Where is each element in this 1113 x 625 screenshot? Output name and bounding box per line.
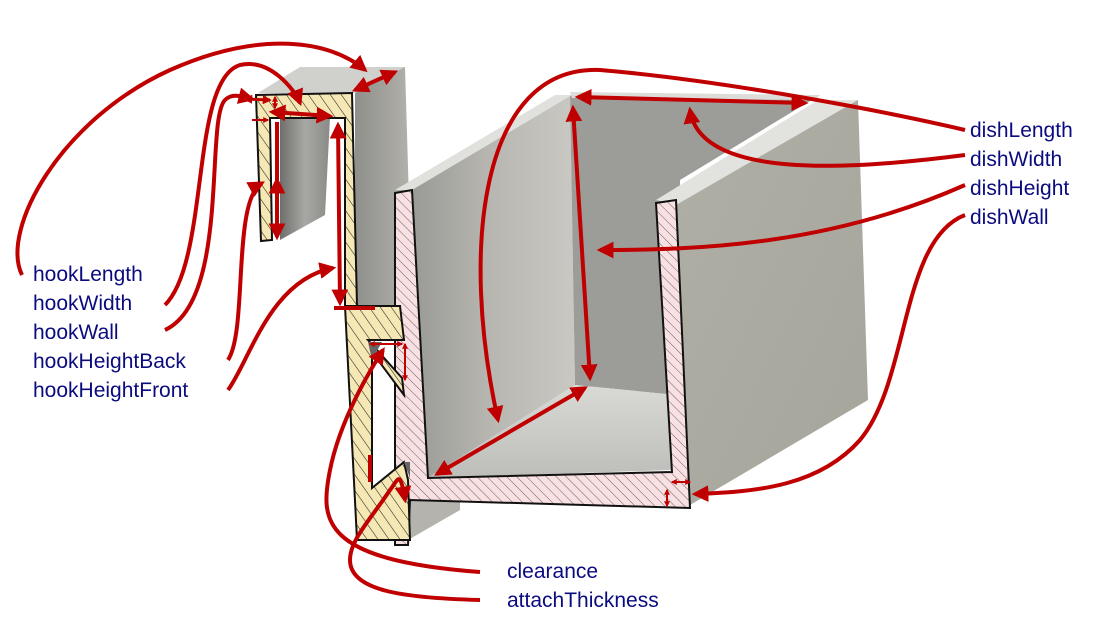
dish-body <box>395 92 868 505</box>
label-hook-height-back: hookHeightBack <box>33 350 186 373</box>
dimension-arrows <box>15 41 966 602</box>
label-hook-width: hookWidth <box>33 292 133 315</box>
label-dish-height: dishHeight <box>970 177 1070 200</box>
label-dish-width: dishWidth <box>970 148 1063 171</box>
label-dish-length: dishLength <box>970 119 1073 142</box>
label-hook-height-front: hookHeightFront <box>33 379 189 402</box>
label-attach-thickness: attachThickness <box>507 589 659 612</box>
dish-section <box>394 188 692 546</box>
label-hook-length: hookLength <box>33 263 143 286</box>
label-clearance: clearance <box>507 560 599 583</box>
label-dish-wall: dishWall <box>970 206 1049 229</box>
label-hook-wall: hookWall <box>33 321 119 344</box>
